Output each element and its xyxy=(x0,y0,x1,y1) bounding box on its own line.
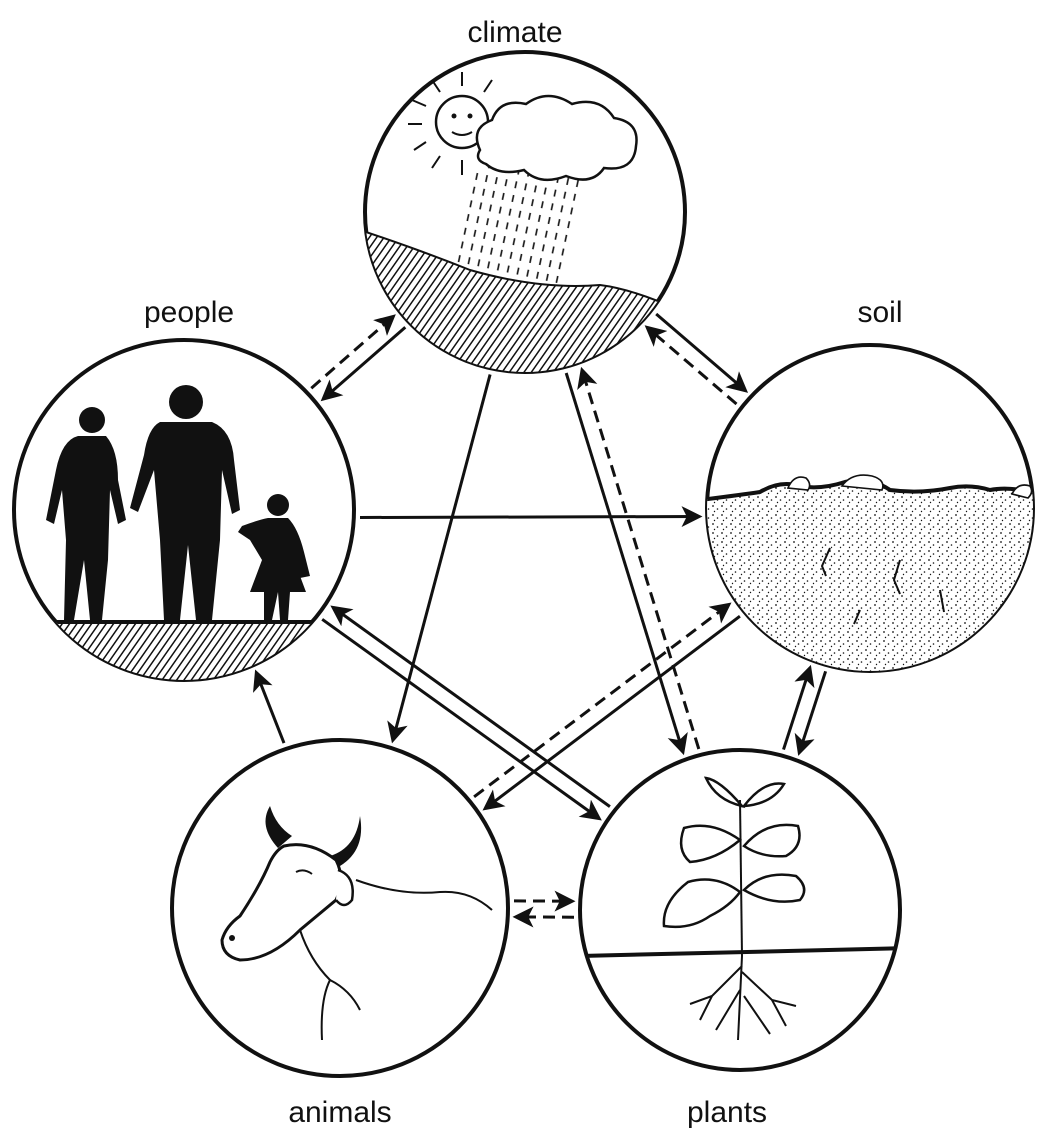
animals-node: animals xyxy=(172,740,508,1129)
soil-label: soil xyxy=(857,296,902,329)
arrow-soil-to-climate xyxy=(647,328,736,405)
arrow-climate-to-soil xyxy=(656,314,745,391)
arrow-climate-to-people xyxy=(323,327,405,399)
animals-label: animals xyxy=(288,1096,391,1129)
arrow-soil-to-plants xyxy=(799,671,825,752)
arrow-people-to-soil xyxy=(360,517,699,518)
people-node: people xyxy=(14,296,354,700)
plants-circle xyxy=(580,750,900,1070)
arrow-animals-to-people xyxy=(256,673,284,743)
plants-label: plants xyxy=(687,1096,767,1129)
arrow-people-to-climate xyxy=(311,317,393,389)
climate-node: climate xyxy=(360,16,700,400)
soil-node: soil xyxy=(700,296,1037,700)
climate-label: climate xyxy=(467,16,562,49)
people-label: people xyxy=(144,296,234,329)
arrow-plants-to-soil xyxy=(784,668,810,749)
animals-circle xyxy=(172,740,508,1076)
arrow-climate-to-plants xyxy=(566,373,683,752)
plants-node: plants xyxy=(580,750,910,1129)
soil-layer-icon xyxy=(700,475,1037,700)
